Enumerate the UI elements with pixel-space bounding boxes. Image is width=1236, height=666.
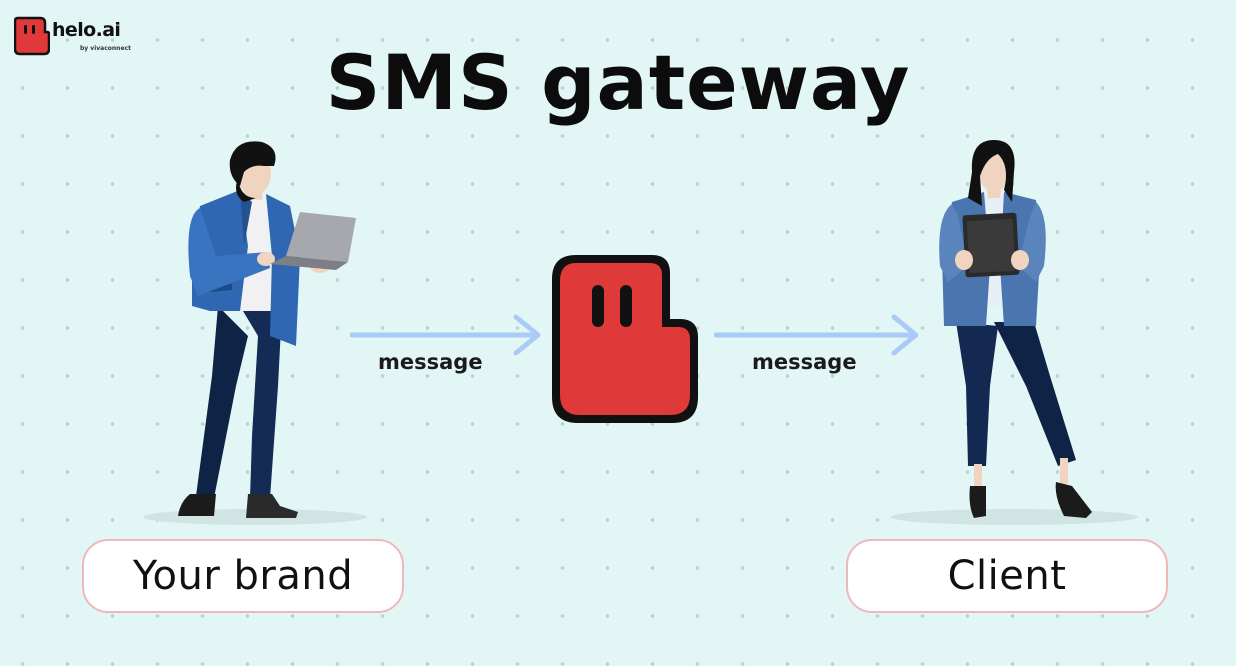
brand-name: helo.ai — [52, 19, 121, 41]
label-box-your-brand: Your brand — [82, 539, 404, 613]
arrow-right-icon — [350, 314, 541, 356]
helo-ai-hand-logo-icon — [552, 255, 698, 423]
node-label-sender: Your brand — [132, 553, 354, 599]
edge-label-gateway-to-receiver: message — [752, 350, 857, 374]
man-with-laptop-illustration — [143, 141, 367, 525]
brand-logo[interactable]: helo.ai by vivaconnect — [14, 16, 144, 60]
node-label-receiver: Client — [947, 553, 1067, 599]
brand-tagline: by vivaconnect — [80, 45, 131, 52]
arrow-right-icon — [714, 314, 919, 356]
edge-label-sender-to-gateway: message — [378, 350, 483, 374]
woman-with-tablet-illustration — [890, 140, 1138, 525]
helo-hand-icon — [14, 16, 50, 56]
diagram-title: SMS gateway — [325, 38, 911, 127]
label-box-client: Client — [846, 539, 1168, 613]
